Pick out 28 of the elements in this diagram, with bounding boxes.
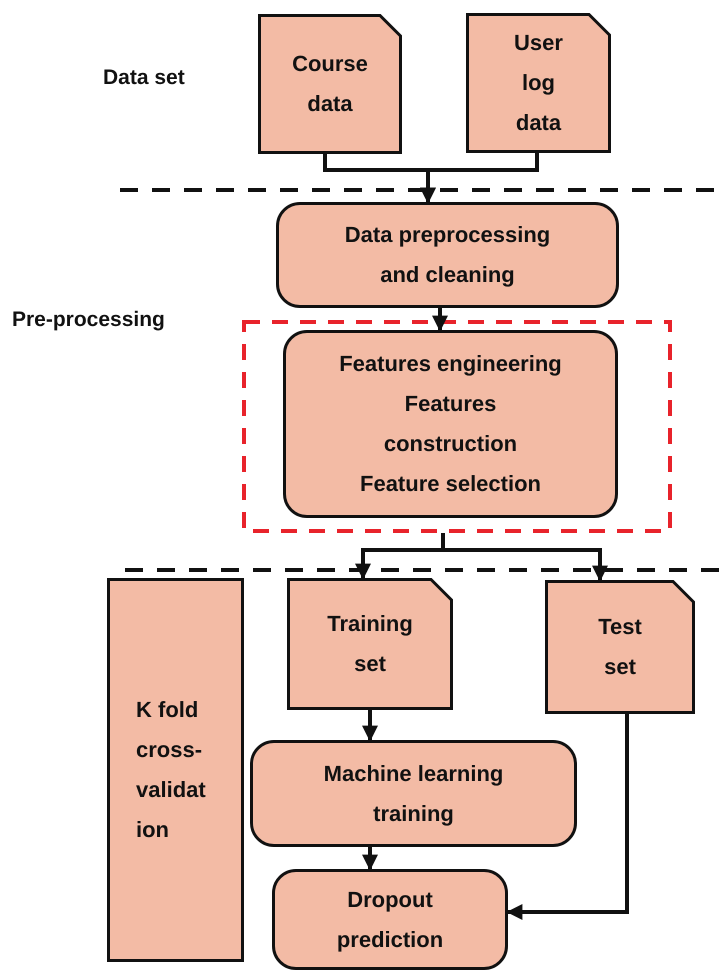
node-text: Features construction	[382, 390, 518, 458]
process-box	[283, 330, 618, 518]
process-box	[107, 578, 244, 962]
arrow	[432, 308, 448, 332]
node-text: Features engineering	[339, 350, 562, 378]
process-box	[272, 869, 508, 970]
process-box	[250, 740, 577, 847]
arrow	[506, 714, 629, 920]
node-text: Data preprocessing and cleaning	[344, 221, 552, 289]
section-label: Pre-processing	[12, 308, 165, 332]
node-text: Dropout prediction	[336, 886, 444, 954]
document-shape	[258, 14, 402, 154]
node-text: Course data	[291, 50, 369, 118]
node-text: Machine learning training	[322, 760, 504, 828]
arrow	[362, 710, 378, 742]
section-label: Data set	[103, 66, 185, 90]
document-shape	[287, 578, 453, 710]
arrow	[362, 847, 378, 871]
node-text: Test set	[597, 613, 643, 681]
node-text: Training set	[326, 610, 414, 678]
node-text: K fold cross- validat ion	[136, 696, 207, 844]
node-text: User log data	[513, 29, 564, 137]
document-shape	[466, 13, 611, 153]
node-text: Feature selection	[360, 470, 541, 498]
document-shape	[545, 580, 695, 714]
process-box	[276, 202, 619, 308]
arrow	[420, 153, 539, 204]
dashed-group-box	[242, 320, 672, 533]
